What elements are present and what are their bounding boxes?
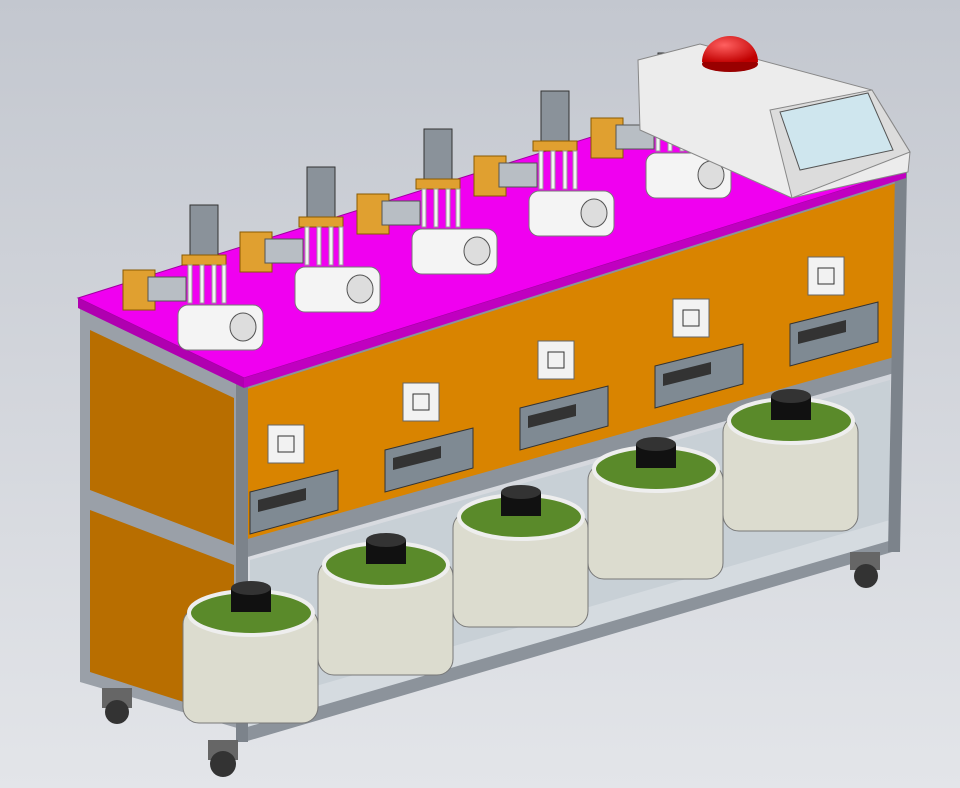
guide-rod — [211, 264, 217, 304]
digital-display — [528, 404, 576, 428]
clamp-hole — [580, 198, 608, 228]
guide-rod — [455, 188, 461, 228]
power-socket[interactable] — [537, 340, 575, 380]
caster-right-front — [850, 552, 880, 588]
side-cylinder — [147, 276, 187, 302]
guide-rod — [187, 264, 193, 304]
alarm-light-icon — [702, 36, 758, 62]
clamp-hole — [346, 274, 374, 304]
guide-rod — [421, 188, 427, 228]
caster-left-rear — [102, 688, 132, 724]
guide-rod — [572, 150, 578, 190]
side-cylinder — [498, 162, 538, 188]
socket-outlet-icon[interactable] — [682, 309, 700, 327]
front-right-post — [888, 170, 907, 552]
guide-rod — [316, 226, 322, 266]
press-bracket — [532, 140, 578, 152]
press-cylinder — [540, 90, 570, 142]
top-plate-edge-left — [78, 298, 244, 388]
guide-rod — [562, 150, 568, 190]
guide-rod — [328, 226, 334, 266]
press-cylinder — [189, 204, 219, 256]
socket-outlet-icon[interactable] — [547, 351, 565, 369]
regulator-knob-top[interactable] — [771, 389, 811, 403]
power-socket[interactable] — [672, 298, 710, 338]
guide-rod — [445, 188, 451, 228]
press-bracket — [181, 254, 227, 266]
digital-display — [663, 362, 711, 386]
press-cylinder — [423, 128, 453, 180]
guide-rod — [221, 264, 227, 304]
guide-rod — [199, 264, 205, 304]
regulator-knob-top[interactable] — [231, 581, 271, 595]
clamp-hole — [229, 312, 257, 342]
press-bracket — [415, 178, 461, 190]
caster-left-front — [208, 740, 238, 777]
regulator-knob-top[interactable] — [366, 533, 406, 547]
press-cylinder — [306, 166, 336, 218]
digital-display — [258, 488, 306, 512]
middle-rail — [244, 356, 898, 558]
power-socket[interactable] — [402, 382, 440, 422]
power-socket[interactable] — [807, 256, 845, 296]
guide-rod — [538, 150, 544, 190]
press-bracket — [298, 216, 344, 228]
bottom-rail — [244, 540, 892, 742]
digital-display — [393, 446, 441, 470]
power-socket[interactable] — [267, 424, 305, 464]
guide-rod — [338, 226, 344, 266]
left-upper-panel — [90, 330, 234, 545]
socket-outlet-icon[interactable] — [817, 267, 835, 285]
clamp-hole — [463, 236, 491, 266]
side-cylinder — [264, 238, 304, 264]
guide-rod — [550, 150, 556, 190]
socket-outlet-icon[interactable] — [412, 393, 430, 411]
side-cylinder — [381, 200, 421, 226]
guide-rod — [304, 226, 310, 266]
touch-screen[interactable] — [779, 92, 894, 171]
socket-outlet-icon[interactable] — [277, 435, 295, 453]
regulator-knob-top[interactable] — [636, 437, 676, 451]
regulator-knob-top[interactable] — [501, 485, 541, 499]
top-plate-edge-front — [244, 170, 906, 388]
guide-rod — [433, 188, 439, 228]
digital-display — [798, 320, 846, 344]
